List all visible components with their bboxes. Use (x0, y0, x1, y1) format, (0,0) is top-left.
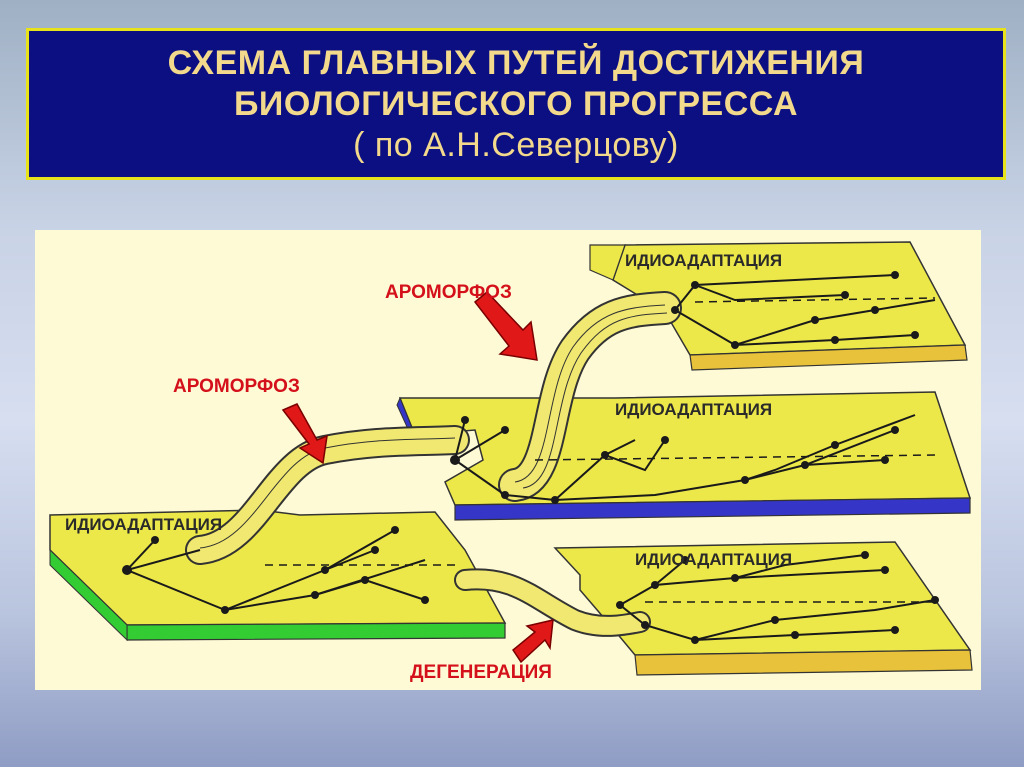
degeneration-tube (454, 568, 651, 637)
title-line-1: СХЕМА ГЛАВНЫХ ПУТЕЙ ДОСТИЖЕНИЯ (167, 43, 865, 82)
label-idio-bottom-left: ИДИОАДАПТАЦИЯ (65, 515, 222, 534)
arrow-aromorphosis-upper (473, 290, 538, 361)
evolution-diagram: ИДИОАДАПТАЦИЯ ИДИОАДАПТАЦИЯ ИДИОАДАПТАЦИ… (35, 230, 981, 690)
aromorphosis-tube-upper (498, 291, 682, 502)
label-idio-top: ИДИОАДАПТАЦИЯ (625, 251, 782, 270)
arrow-degeneration (511, 619, 554, 664)
arrow-aromorphosis-lower (281, 403, 328, 465)
title-line-2: БИОЛОГИЧЕСКОГО ПРОГРЕССА (233, 84, 799, 123)
diagram-svg: ИДИОАДАПТАЦИЯ ИДИОАДАПТАЦИЯ ИДИОАДАПТАЦИ… (49, 241, 973, 683)
lineage-nodes (122, 271, 939, 644)
label-degeneration: ДЕГЕНЕРАЦИЯ (410, 662, 552, 683)
title-line-3: ( по А.Н.Северцову) (353, 125, 679, 164)
bottom-left-plane (49, 509, 507, 642)
label-idio-lower-right: ИДИОАДАПТАЦИЯ (635, 550, 792, 569)
title-banner: СХЕМА ГЛАВНЫХ ПУТЕЙ ДОСТИЖЕНИЯ БИОЛОГИЧЕ… (26, 28, 1006, 180)
label-aromorphosis-lower: АРОМОРФОЗ (173, 376, 300, 397)
label-aromorphosis-upper: АРОМОРФОЗ (385, 282, 512, 303)
label-idio-middle: ИДИОАДАПТАЦИЯ (615, 400, 772, 419)
